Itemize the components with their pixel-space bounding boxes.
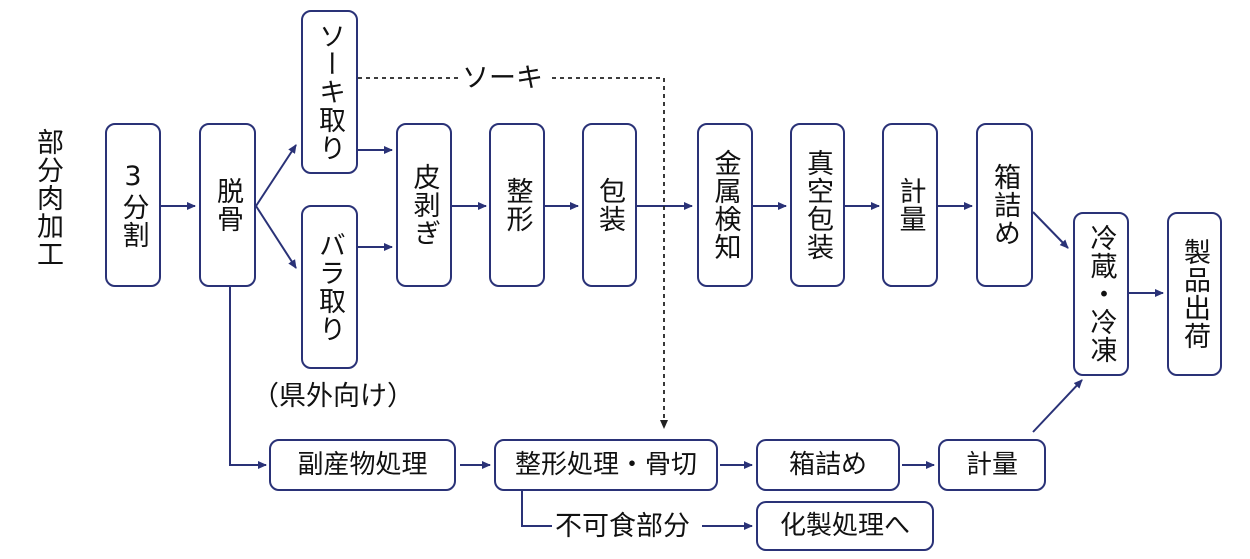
arrow-hakozume-to-reizou <box>1032 211 1069 249</box>
node-hakozume-bottom-label: 箱詰め <box>788 450 867 480</box>
prefecture-note: （県外向け） <box>252 381 414 412</box>
node-hakozume-top: 箱詰め <box>976 123 1033 287</box>
node-shinkuu-housou-label: 真空包装 <box>802 149 833 261</box>
node-reizou-reitou-label: 冷蔵・冷凍 <box>1085 224 1117 364</box>
node-keiryou-top: 計量 <box>882 123 938 287</box>
arrow-datsukotsu-to-soki <box>255 144 297 207</box>
node-reizou-reitou: 冷蔵・冷凍 <box>1073 212 1129 376</box>
node-housou: 包装 <box>582 123 637 287</box>
node-fukusanbutsu-label: 副産物処理 <box>297 450 428 480</box>
inedible-label: 不可食部分 <box>555 511 690 542</box>
node-kinzoku-kenchi-label: 金属検知 <box>709 149 741 261</box>
node-housou-label: 包装 <box>594 177 625 233</box>
node-hakozume-bottom: 箱詰め <box>756 439 900 491</box>
arrow-datsukotsu-to-fukusanbutsu <box>229 287 267 469</box>
node-3bunkatsu-label: 3分割 <box>117 161 149 249</box>
dotted-soki-route-2 <box>552 77 668 429</box>
node-bara-tori-label: バラ取り <box>314 231 345 343</box>
node-kasei: 化製処理へ <box>756 501 934 551</box>
node-seikei-kotsukiri: 整形処理・骨切 <box>494 439 718 491</box>
node-soki-tori-label: ソーキ取り <box>314 22 345 162</box>
side-label: 部分肉加工 <box>32 128 63 268</box>
node-keiryou-bottom-label: 計量 <box>965 450 1018 480</box>
node-kawa-hagi: 皮剥ぎ <box>396 123 452 287</box>
node-fukusanbutsu: 副産物処理 <box>269 439 456 491</box>
node-seikei-label: 整形 <box>501 177 533 233</box>
node-kinzoku-kenchi: 金属検知 <box>697 123 753 287</box>
arrow-datsukotsu-to-bara <box>255 205 297 269</box>
node-shinkuu-housou: 真空包装 <box>790 123 845 287</box>
node-keiryou-top-label: 計量 <box>894 177 926 233</box>
arrow-seikei2-to-kasei <box>521 491 552 527</box>
node-kasei-label: 化製処理へ <box>779 511 910 541</box>
node-seikei-kotsukiri-label: 整形処理・骨切 <box>514 450 697 480</box>
node-seihin-shukka-label: 製品出荷 <box>1179 238 1210 350</box>
node-hakozume-top-label: 箱詰め <box>989 163 1020 247</box>
node-keiryou-bottom: 計量 <box>938 439 1046 491</box>
node-datsukotsu-label: 脱骨 <box>212 177 243 233</box>
node-kawa-hagi-label: 皮剥ぎ <box>408 163 440 247</box>
soki-line-label: ソーキ <box>462 63 543 94</box>
node-3bunkatsu: 3分割 <box>105 123 161 287</box>
node-soki-tori: ソーキ取り <box>301 10 358 174</box>
node-datsukotsu: 脱骨 <box>199 123 256 287</box>
node-seihin-shukka: 製品出荷 <box>1167 212 1222 376</box>
node-seikei: 整形 <box>489 123 545 287</box>
arrow-keiryou2-to-reizou <box>1032 379 1083 433</box>
node-bara-tori: バラ取り <box>301 205 358 369</box>
